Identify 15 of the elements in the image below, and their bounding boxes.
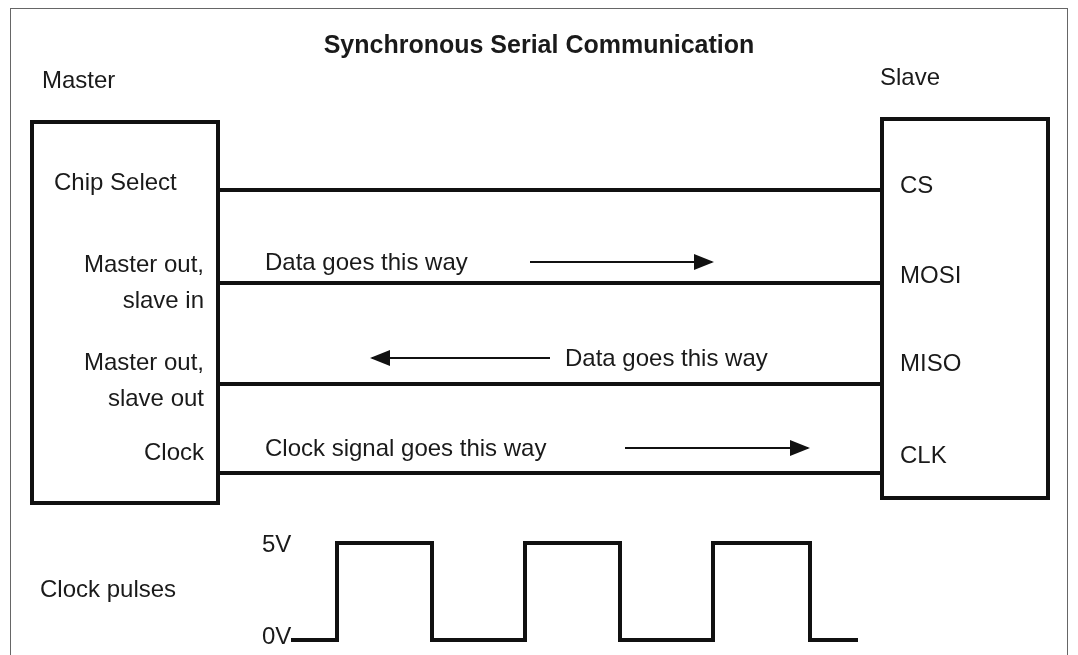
pin-label: MOSI (900, 260, 962, 290)
pin-label: MISO (900, 348, 962, 378)
connector-line (220, 382, 880, 386)
pin-label: Clock (144, 437, 204, 467)
device-heading: Master (42, 65, 116, 95)
device-heading: Slave (880, 62, 941, 92)
connector-line (220, 471, 880, 475)
pin-label: CS (900, 170, 934, 200)
connector-line (220, 188, 880, 192)
pin-label: Master out, slave in (82, 249, 204, 315)
connector-line (220, 281, 880, 285)
pin-label: CLK (900, 440, 947, 470)
pin-label: Chip Select (54, 167, 177, 197)
pin-label: Master out, slave out (82, 347, 204, 413)
diagram-title: Synchronous Serial Communication (322, 30, 756, 59)
